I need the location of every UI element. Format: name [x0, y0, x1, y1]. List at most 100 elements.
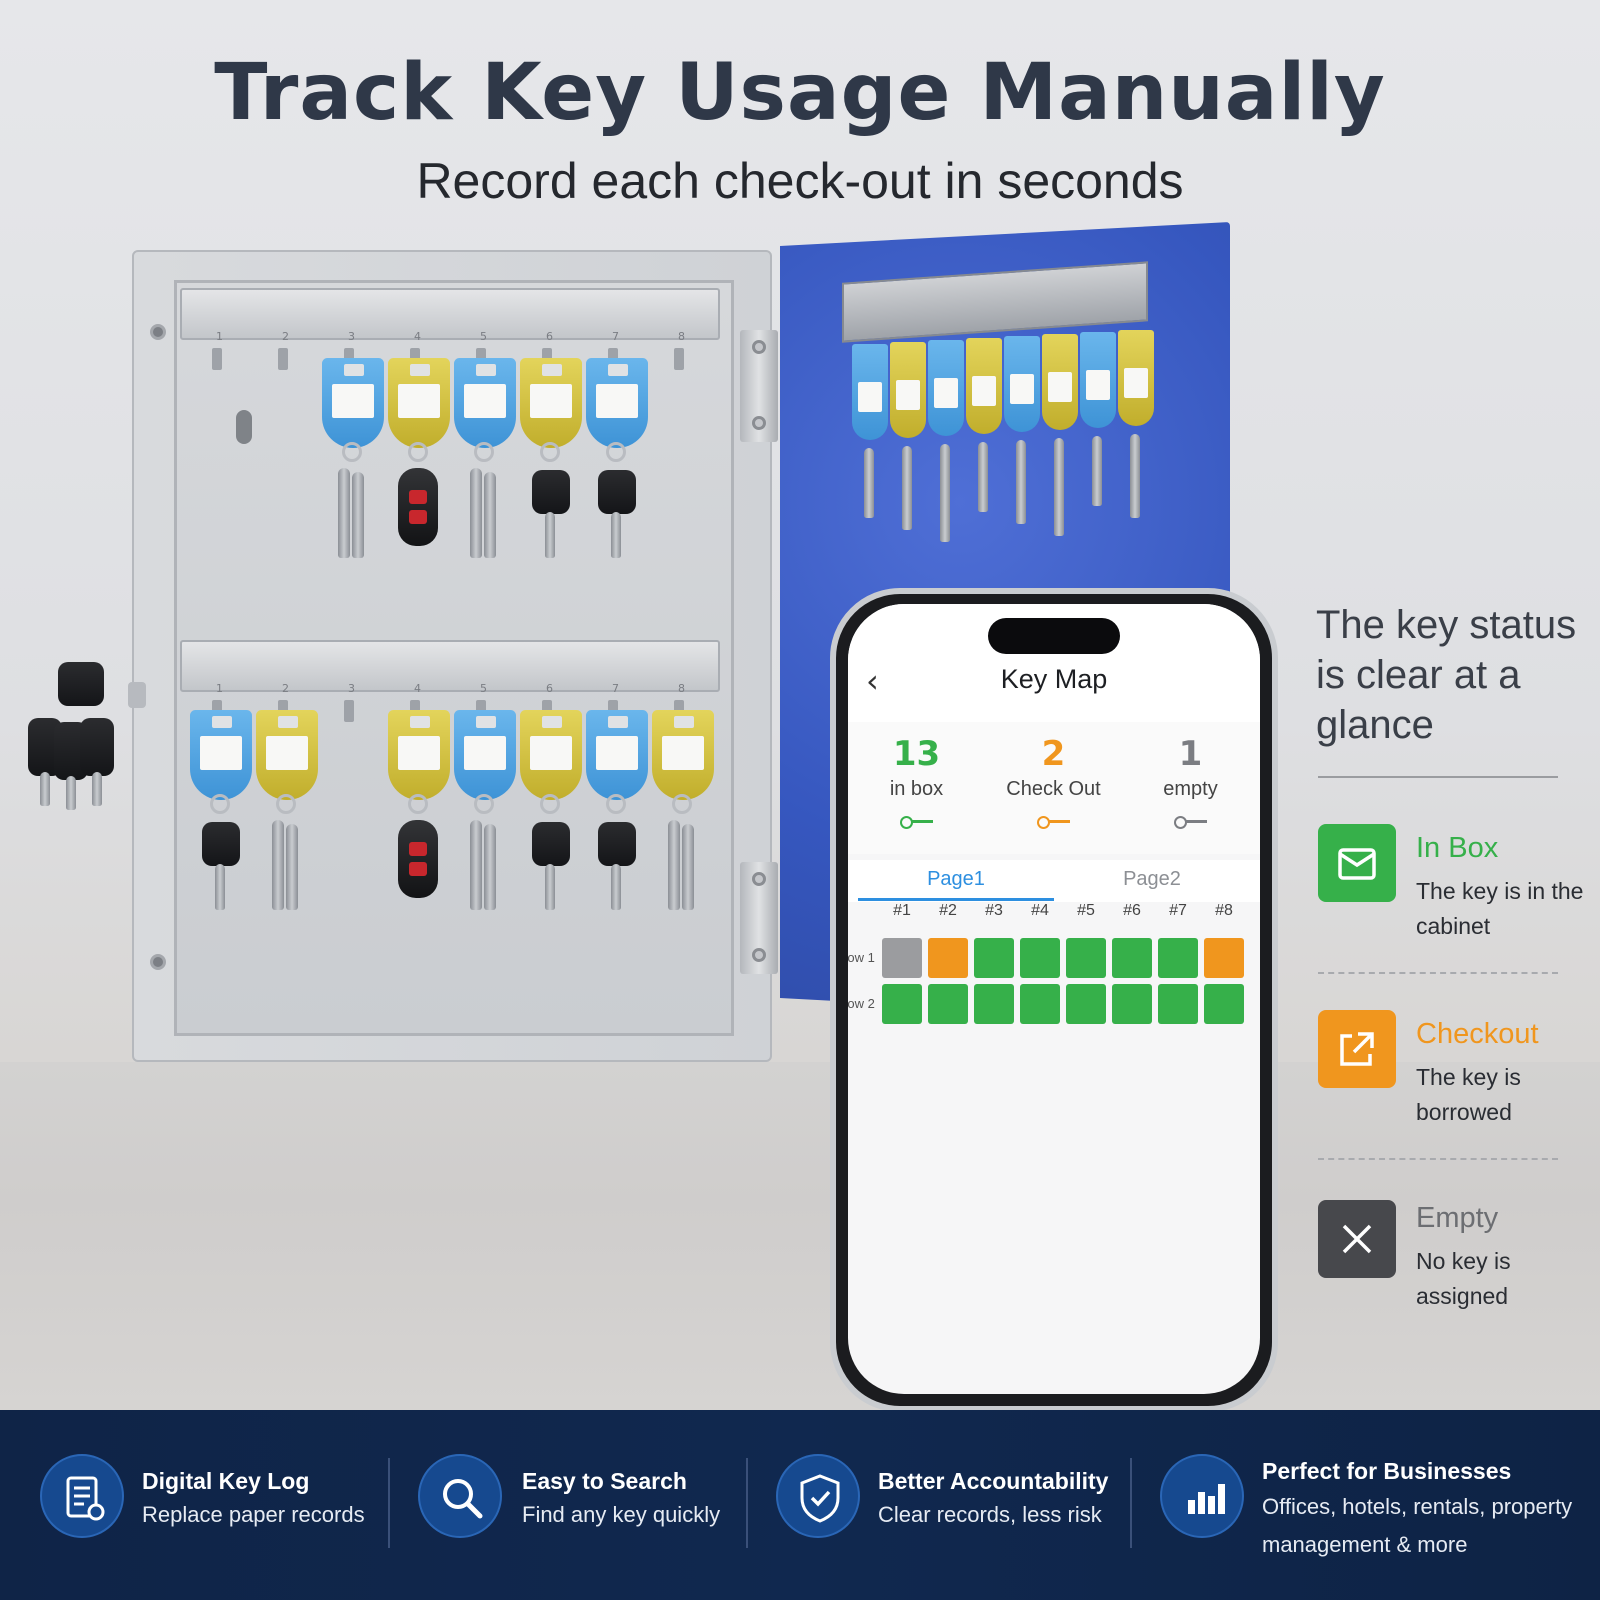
key-tag[interactable]	[454, 358, 516, 448]
hook-number: 1	[216, 682, 223, 695]
key-slot-in[interactable]	[1020, 984, 1060, 1024]
hook	[212, 348, 222, 370]
shield-check-icon	[776, 1454, 860, 1538]
stat-in-box[interactable]: 13 in box	[848, 722, 985, 829]
feature-subtitle: Offices, hotels, rentals, property manag…	[1262, 1494, 1573, 1557]
key-slot-in[interactable]	[1066, 938, 1106, 978]
tab-page2[interactable]: Page2	[1123, 868, 1181, 890]
column-header: #3	[985, 902, 1003, 919]
key-slot-empty[interactable]	[882, 938, 922, 978]
tag-label	[398, 736, 440, 770]
key-icon	[470, 820, 482, 910]
mounting-screw	[150, 954, 166, 970]
key-slot-out[interactable]	[1204, 938, 1244, 978]
hook-number: 8	[678, 330, 685, 343]
key-icon	[532, 822, 570, 866]
key-tag[interactable]	[388, 710, 450, 800]
feature-subtitle: Find any key quickly	[522, 1502, 721, 1527]
key-slot-in[interactable]	[974, 984, 1014, 1024]
stat-label: in box	[889, 778, 944, 800]
stat-empty[interactable]: 1 empty	[1122, 722, 1259, 829]
key-tag[interactable]	[1080, 332, 1116, 428]
tag-label	[858, 382, 882, 412]
key-slot-in[interactable]	[974, 938, 1014, 978]
column-header: #5	[1077, 902, 1095, 919]
key-slot-in[interactable]	[1112, 984, 1152, 1024]
tag-label	[972, 376, 996, 406]
key-tag[interactable]	[190, 710, 252, 800]
key-tag[interactable]	[520, 358, 582, 448]
tag-label	[200, 736, 242, 770]
door-hinge	[740, 862, 778, 974]
key-blade	[545, 864, 555, 910]
fob-button	[409, 862, 427, 876]
tag-label	[464, 384, 506, 418]
close-icon	[1318, 1200, 1396, 1278]
key-tag[interactable]	[652, 710, 714, 800]
feature-subtitle: Replace paper records	[142, 1502, 365, 1527]
tag-slot	[344, 364, 364, 376]
hook-number: 3	[348, 682, 355, 695]
column-header: #4	[1031, 902, 1049, 919]
key-ring	[408, 442, 428, 462]
key-slot-out[interactable]	[928, 938, 968, 978]
feature-title: Better Accountability	[878, 1468, 1109, 1494]
key-tag[interactable]	[256, 710, 318, 800]
hook-number: 5	[480, 682, 487, 695]
tag-label	[1048, 372, 1072, 402]
key-slot-in[interactable]	[1112, 938, 1152, 978]
key-icon	[80, 718, 114, 776]
key-icon	[1036, 815, 1071, 829]
tag-slot	[542, 364, 562, 376]
key-tag[interactable]	[520, 710, 582, 800]
key-slot-in[interactable]	[928, 984, 968, 1024]
back-arrow-icon[interactable]: ‹	[866, 662, 879, 700]
tab-page1[interactable]: Page1	[927, 868, 985, 890]
key-tag[interactable]	[1042, 334, 1078, 430]
app-header: ‹ Key Map	[848, 604, 1260, 722]
key-slot-in[interactable]	[1066, 984, 1106, 1024]
legend-description: No key is assigned	[1416, 1248, 1511, 1309]
key-icon	[1092, 436, 1102, 506]
key-icon	[1054, 438, 1064, 536]
key-ring	[276, 794, 296, 814]
fob-button	[409, 842, 427, 856]
dynamic-island	[988, 618, 1120, 654]
legend-label: Checkout	[1416, 1018, 1539, 1050]
tag-label	[896, 380, 920, 410]
key-icon	[978, 442, 988, 512]
key-tag[interactable]	[890, 342, 926, 438]
divider	[388, 1458, 390, 1548]
tag-slot	[608, 716, 628, 728]
key-slot-in[interactable]	[1020, 938, 1060, 978]
key-slot-in[interactable]	[882, 984, 922, 1024]
key-blade	[92, 772, 102, 806]
key-tag[interactable]	[388, 358, 450, 448]
key-tag[interactable]	[586, 358, 648, 448]
search-icon	[418, 1454, 502, 1538]
key-icon	[1173, 815, 1208, 829]
key-icon	[532, 470, 570, 514]
stat-check-out[interactable]: 2 Check Out	[985, 722, 1122, 829]
key-tag[interactable]	[586, 710, 648, 800]
key-tag[interactable]	[966, 338, 1002, 434]
phone-screen: ‹ Key Map 13 in box 2 Check Out 1 empty …	[848, 604, 1260, 1394]
key-blade	[611, 512, 621, 558]
key-tag[interactable]	[1118, 330, 1154, 426]
key-slot-in[interactable]	[1204, 984, 1244, 1024]
tag-label	[662, 736, 704, 770]
key-tag[interactable]	[852, 344, 888, 440]
key-tag[interactable]	[454, 710, 516, 800]
tag-label	[266, 736, 308, 770]
key-icon	[484, 472, 496, 558]
key-tag[interactable]	[928, 340, 964, 436]
legend-title: The key status is clear at a glance	[1316, 603, 1577, 747]
key-icon	[1016, 440, 1026, 524]
key-slot-in[interactable]	[1158, 984, 1198, 1024]
key-slot-in[interactable]	[1158, 938, 1198, 978]
key-icon	[1130, 434, 1140, 518]
tag-slot	[410, 716, 430, 728]
key-tag[interactable]	[322, 358, 384, 448]
key-tag[interactable]	[1004, 336, 1040, 432]
key-blade	[40, 772, 50, 806]
